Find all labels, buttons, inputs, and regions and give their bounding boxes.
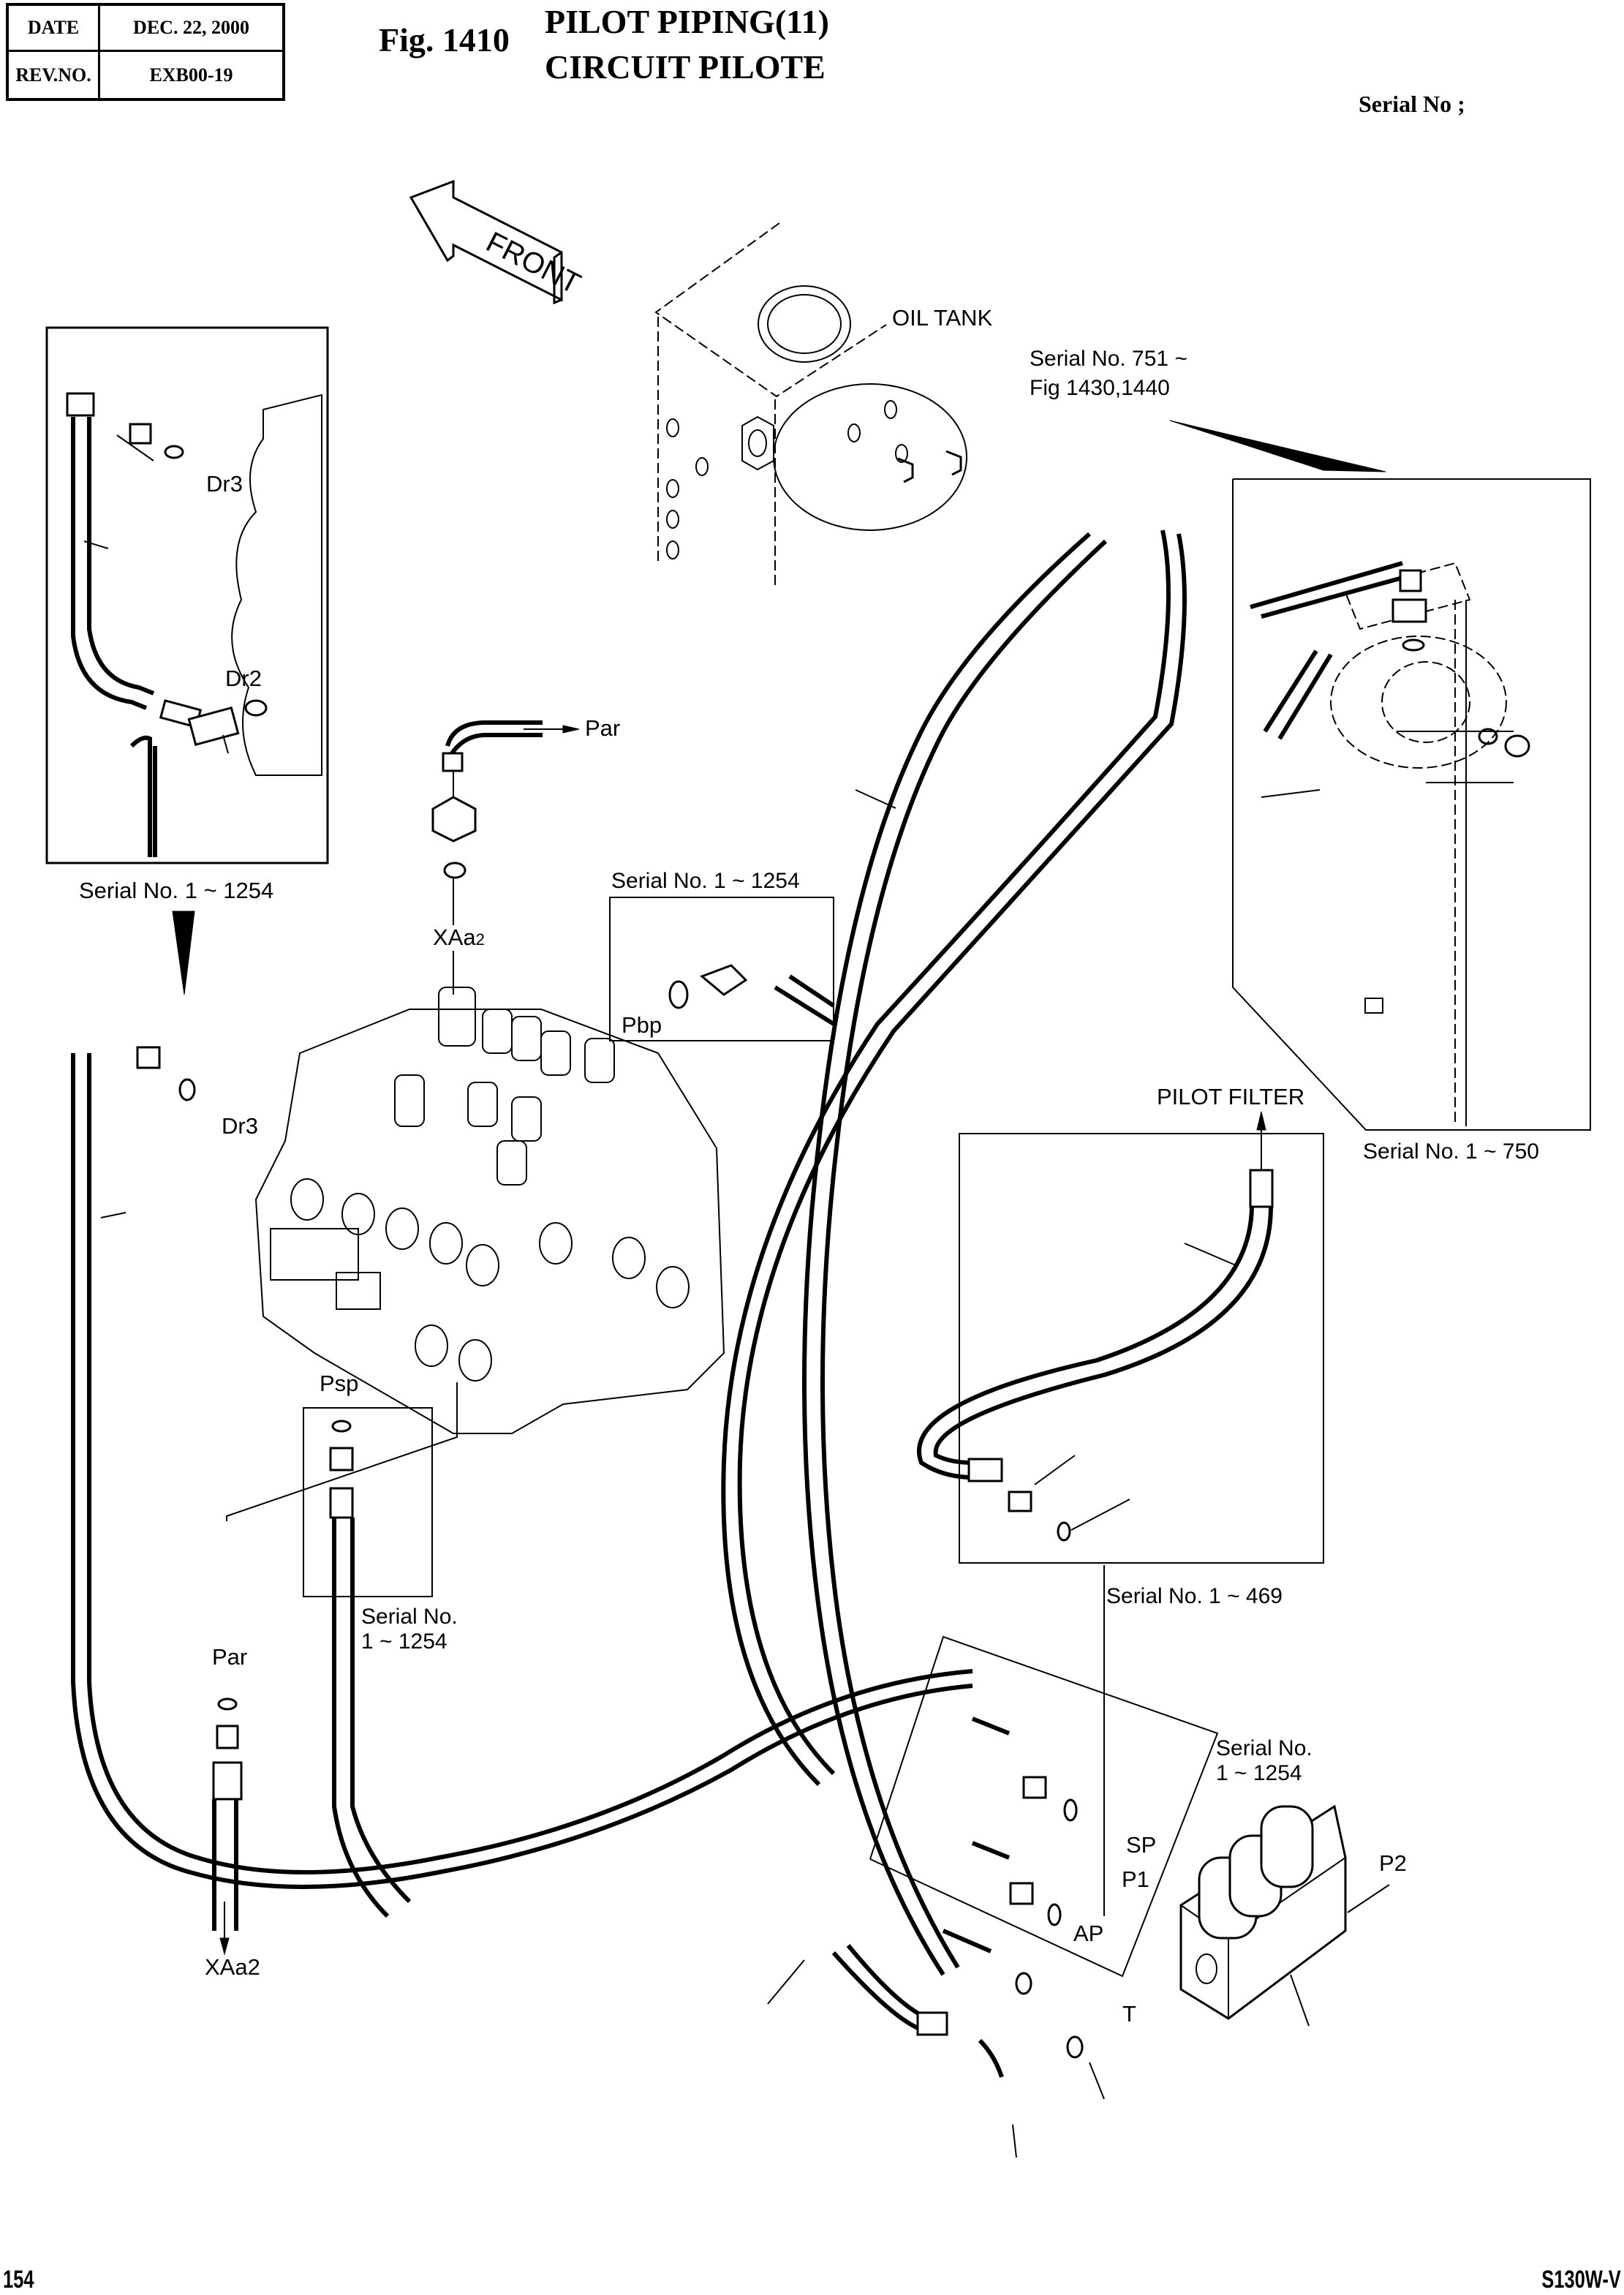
port-label-pbp: Pbp [622, 1012, 662, 1038]
figure-number: Fig. 1410 [379, 21, 510, 59]
solenoid-valve-block [831, 1635, 1347, 2078]
page-number: 154 [3, 2266, 34, 2294]
leader-lines [767, 731, 1514, 2158]
psp-inset-frame [303, 1407, 433, 1918]
page-subtitle: CIRCUIT PILOTE [545, 48, 826, 86]
revision-value: EXB00-19 [149, 64, 233, 86]
oil-tank-figure-ref: Fig 1430,1440 [1030, 376, 1170, 400]
dr3-hose [71, 1046, 973, 1889]
port-label-p1: P1 [1122, 1866, 1149, 1892]
left-inset-pointer-arrow-icon [172, 911, 195, 995]
pilot-filter-inset-frame [917, 1111, 1324, 1916]
tank-return-hoses [721, 530, 1187, 1976]
model-number: S130W-V [1541, 2266, 1621, 2294]
port-label-sp: SP [1126, 1832, 1156, 1858]
psp-inset-serial-line1: Serial No. [361, 1605, 458, 1629]
right-inset-frame [1232, 478, 1591, 1131]
port-label-dr3-inset: Dr3 [206, 471, 243, 497]
port-label-xaa2-top: XAa2 [433, 924, 485, 950]
oil-tank-illustration [654, 222, 967, 585]
left-inset-frame [45, 326, 329, 864]
oil-tank-serial-callout: Serial No. 751 ~ [1030, 347, 1187, 371]
port-label-xaa2-subscript: 2 [476, 930, 485, 949]
port-label-dr3-main: Dr3 [222, 1113, 258, 1139]
control-valve-block [254, 987, 725, 1434]
port-label-psp: Psp [320, 1371, 358, 1396]
par-tee-fitting [431, 720, 580, 995]
revision-stamp-table: DATE DEC. 22, 2000 REV.NO. EXB00-19 [6, 3, 285, 101]
oil-tank-label: OIL TANK [892, 305, 993, 331]
front-arrow-icon [409, 179, 563, 305]
pilot-filter-label: PILOT FILTER [1157, 1084, 1304, 1109]
par-hose-fitting [212, 1382, 458, 1956]
filter-inset-serial-callout: Serial No. 1 ~ 469 [1106, 1584, 1283, 1608]
page-title: PILOT PIPING(11) [545, 3, 829, 40]
port-label-ap: AP [1073, 1921, 1103, 1946]
port-label-p2: P2 [1379, 1850, 1407, 1876]
pbp-inset-serial-callout: Serial No. 1 ~ 1254 [611, 869, 800, 893]
block-inset-serial-line1: Serial No. [1216, 1736, 1313, 1760]
date-label: DATE [9, 6, 100, 52]
port-label-t: T [1122, 2001, 1136, 2027]
port-label-xaa2-main: XAa [433, 924, 476, 950]
port-label-par-bottom: Par [212, 1644, 247, 1670]
block-inset-serial-line2: 1 ~ 1254 [1216, 1761, 1302, 1785]
date-value: DEC. 22, 2000 [100, 6, 282, 52]
pbp-inset-frame [609, 897, 835, 1041]
port-label-xaa2-bottom: XAa2 [205, 1954, 260, 1980]
inset-pointer-arrow-icon [1169, 420, 1386, 472]
right-inset-serial-callout: Serial No. 1 ~ 750 [1363, 1139, 1539, 1164]
port-label-par-top: Par [585, 715, 620, 741]
serial-number-header: Serial No ; [1359, 91, 1465, 117]
revision-label: REV.NO. [9, 52, 100, 98]
psp-inset-serial-line2: 1 ~ 1254 [361, 1629, 447, 1654]
port-label-dr2-inset: Dr2 [225, 666, 262, 691]
left-inset-serial-callout: Serial No. 1 ~ 1254 [79, 878, 273, 903]
